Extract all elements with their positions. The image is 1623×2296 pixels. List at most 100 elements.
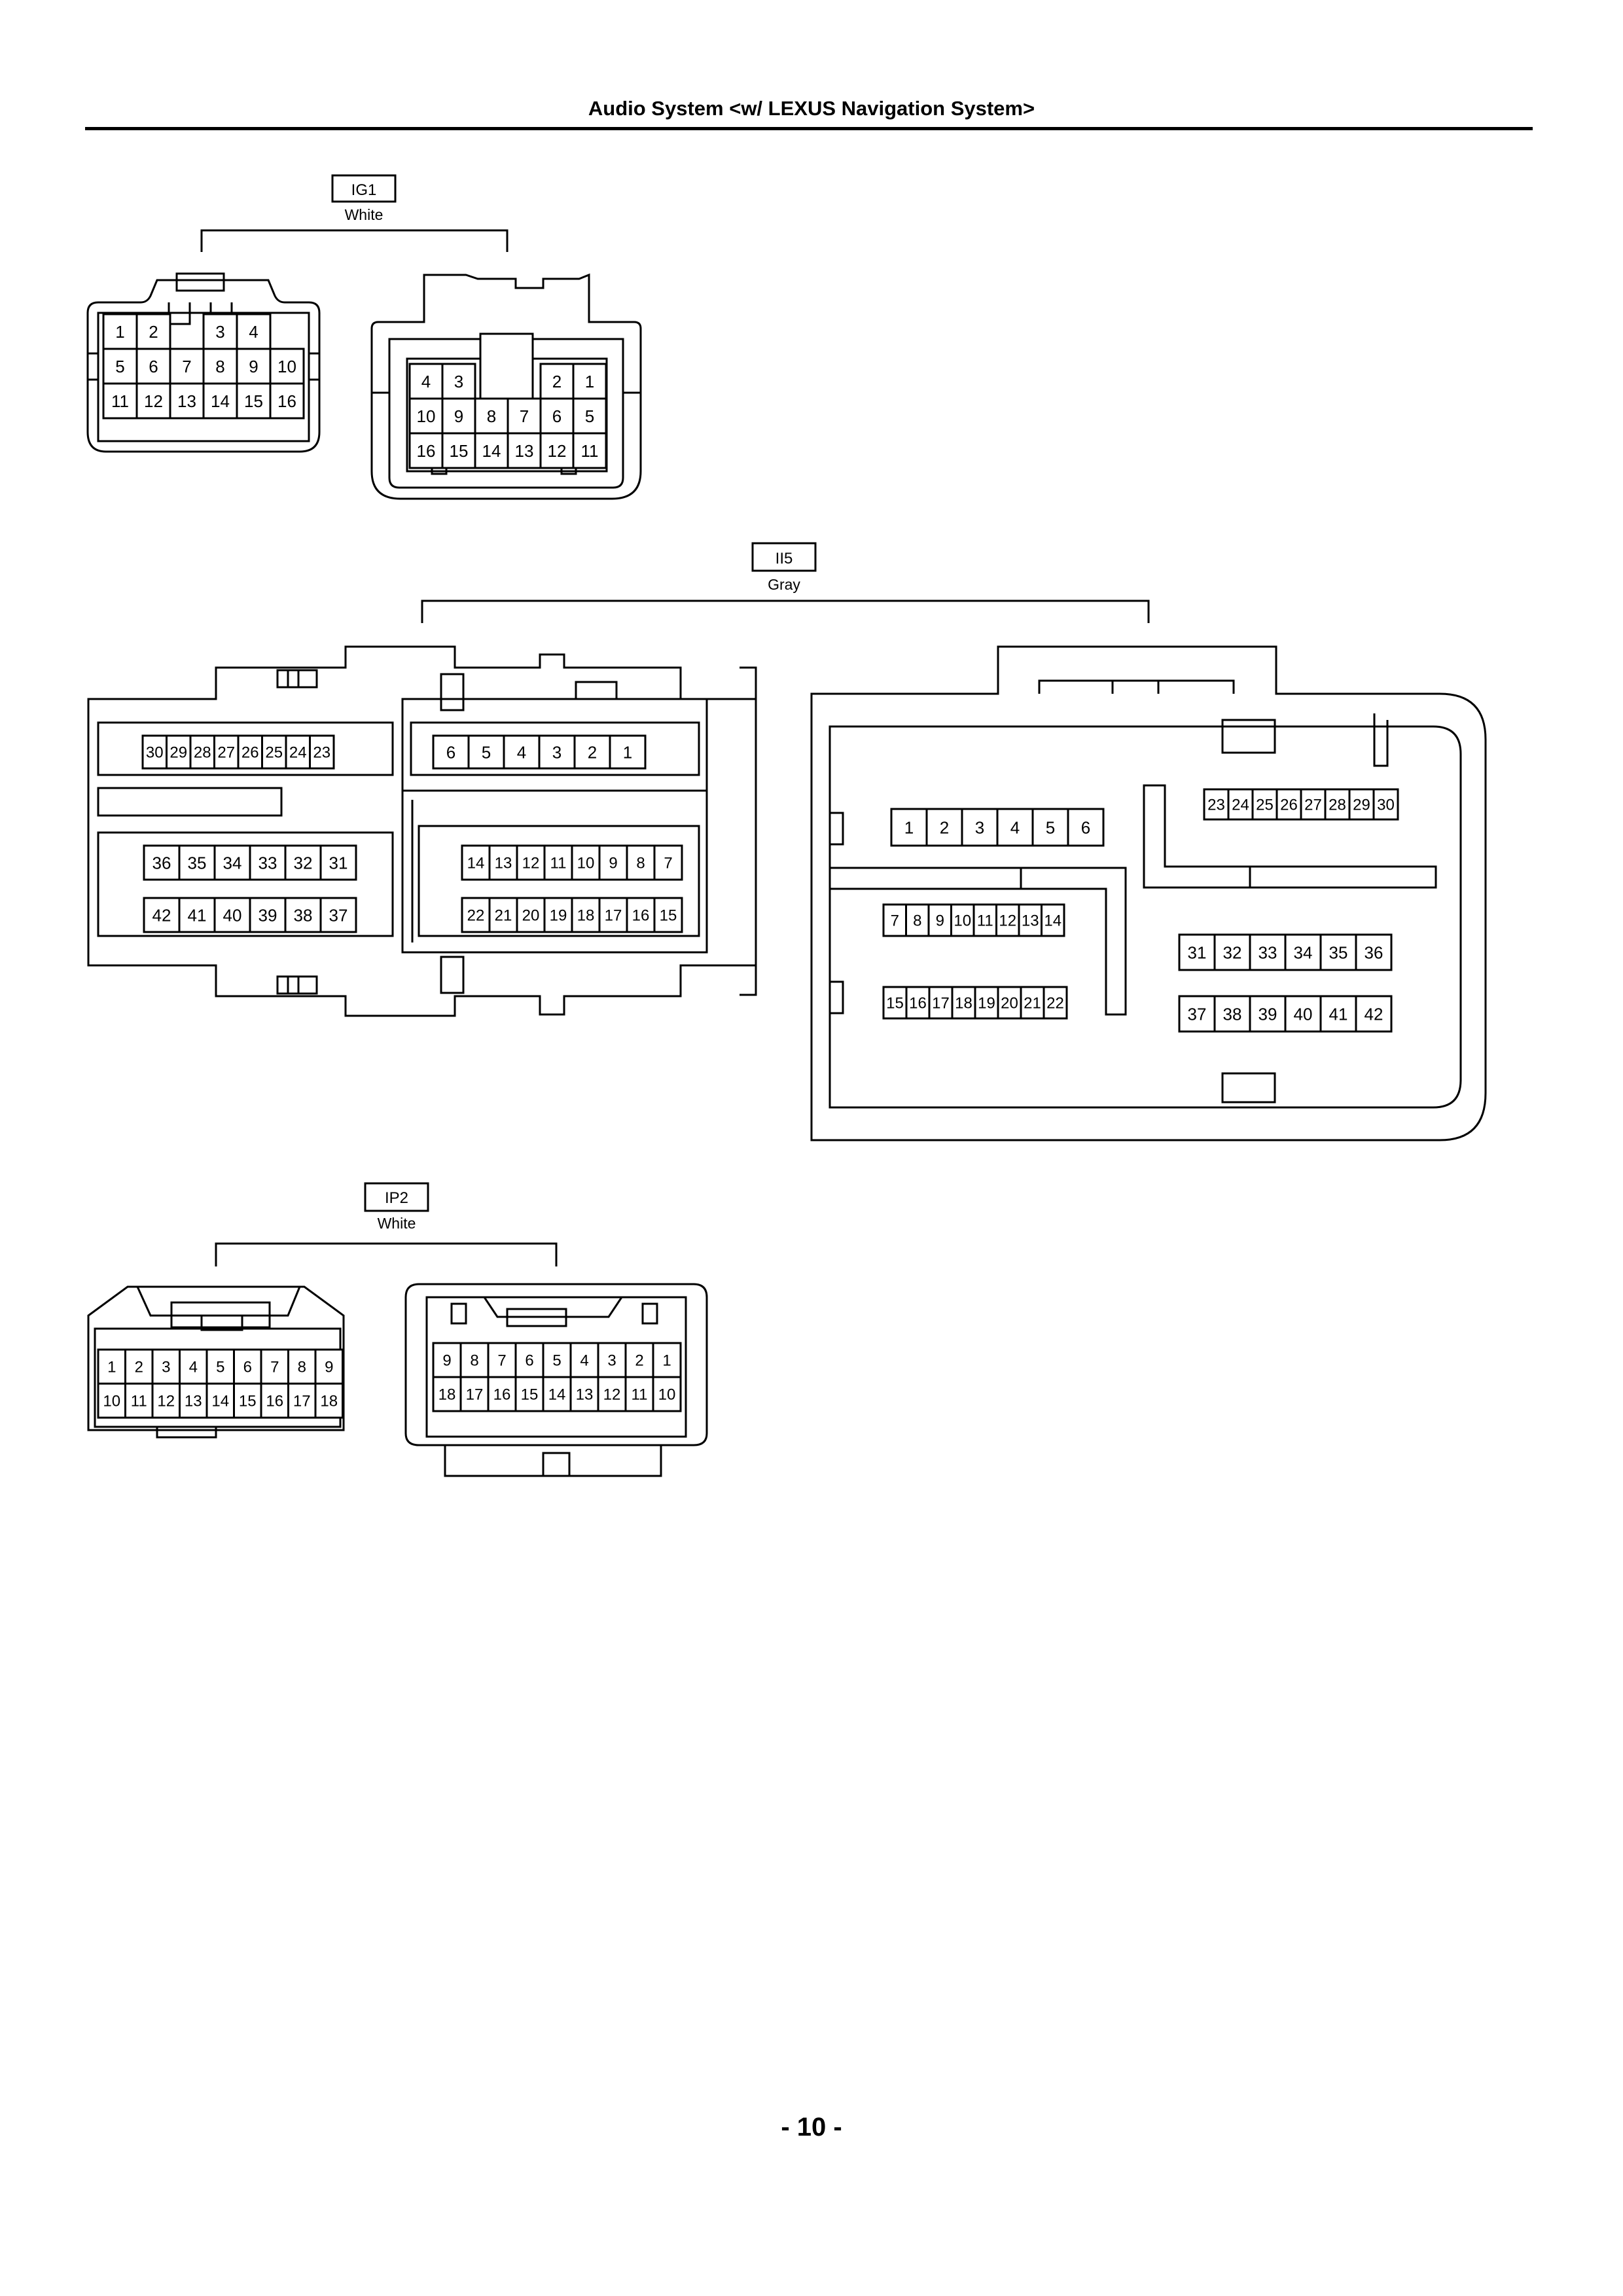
pin-number: 3 [454,372,463,391]
pin-number: 1 [904,817,914,837]
pin-cavity [652,1342,682,1378]
pin-number: 2 [149,322,158,342]
pin-number: 2 [552,372,562,391]
pin-number: 15 [660,907,677,925]
pin-number: 5 [216,1359,224,1376]
pin-number: 17 [293,1393,311,1410]
pin-cavity [441,363,476,400]
pin-number: 1 [107,1359,116,1376]
pin-number: 12 [999,912,1016,930]
pin-number: 10 [658,1386,676,1404]
pin-number: 42 [1364,1004,1383,1024]
pin-cavity [169,382,205,420]
pin-number: 40 [1294,1004,1313,1024]
pin-number: 14 [211,391,230,411]
pin-cavity [135,348,171,385]
view-bracket [215,1242,558,1266]
pin-cavity [284,897,322,933]
pin-number: 18 [320,1393,338,1410]
pin-number: 9 [325,1359,333,1376]
pin-cavity [151,1348,181,1385]
pin-cavity [189,734,215,770]
pin-number: 1 [623,742,632,762]
pin-number: 16 [277,391,296,411]
pin-cavity [488,844,518,881]
pin-number: 25 [265,744,283,762]
connector-code-label: IG1 [351,181,377,199]
pin-number: 14 [1044,912,1061,930]
pin-cavity [996,808,1034,847]
pin-cavity [233,1348,262,1385]
pin-cavity [432,1376,462,1412]
pin-number: 2 [588,742,597,762]
pin-cavity [441,432,476,469]
pin-number: 6 [243,1359,252,1376]
pin-cavity [961,808,999,847]
pin-number: 15 [886,995,904,1013]
pin-cavity [1213,995,1251,1033]
pin-cavity [1348,788,1375,821]
pin-cavity [1227,788,1254,821]
pin-cavity [516,897,546,933]
pin-number: 3 [975,817,984,837]
pin-number: 8 [636,855,645,872]
side-rail [740,666,757,996]
pin-number: 12 [548,441,567,461]
pin-cavity [314,1382,344,1419]
pin-number: 8 [913,912,921,930]
pin-cavity [598,844,628,881]
pin-cavity [249,844,287,881]
ii5-view-1 [87,645,757,1017]
page-number: - 10 - [781,2113,842,2142]
pin-cavity [1284,933,1322,971]
pin-cavity [205,1382,235,1419]
pin-cavity [1020,986,1045,1020]
pin-cavity [408,432,444,469]
pin-number: 21 [1024,995,1041,1013]
page-title: Audio System <w/ LEXUS Navigation System… [588,97,1035,120]
pin-cavity [653,897,683,933]
latch [175,272,225,292]
pin-number: 30 [146,744,164,762]
pin-number: 26 [1280,797,1298,814]
pin-number: 26 [241,744,259,762]
pin-cavity [1275,788,1302,821]
pin-cavity [124,1382,154,1419]
pin-number: 29 [169,744,187,762]
pin-cavity [653,844,683,881]
pin-cavity [261,734,287,770]
pin-number: 2 [135,1359,143,1376]
pin-cavity [135,382,171,420]
pin-cavity [1031,808,1069,847]
pin-number: 23 [313,744,330,762]
pin-number: 22 [1046,995,1064,1013]
pin-cavity [882,986,908,1020]
pin-number: 25 [1256,797,1274,814]
pin-number: 4 [517,742,526,762]
pin-number: 2 [940,817,949,837]
pin-cavity [178,844,216,881]
pin-cavity [1319,933,1357,971]
pin-number: 37 [329,905,348,925]
pin-number: 39 [1258,1004,1277,1024]
pin-cavity [538,734,576,770]
pin-cavity [237,734,263,770]
pin-cavity [1043,986,1068,1020]
pin-number: 1 [585,372,594,391]
connector-code-box [364,1182,429,1212]
pin-number: 16 [417,441,436,461]
pin-cavity [1041,903,1065,937]
pin-number: 27 [217,744,235,762]
pin-number: 33 [1258,942,1277,962]
pin-number: 34 [223,853,242,872]
pin-cavity [319,844,357,881]
pin-cavity [928,986,954,1020]
pin-number: 10 [103,1393,120,1410]
pin-cavity [205,1348,235,1385]
pin-number: 3 [162,1359,170,1376]
pin-cavity [1355,933,1393,971]
pin-number: 24 [1232,797,1249,814]
pin-cavity [309,734,335,770]
